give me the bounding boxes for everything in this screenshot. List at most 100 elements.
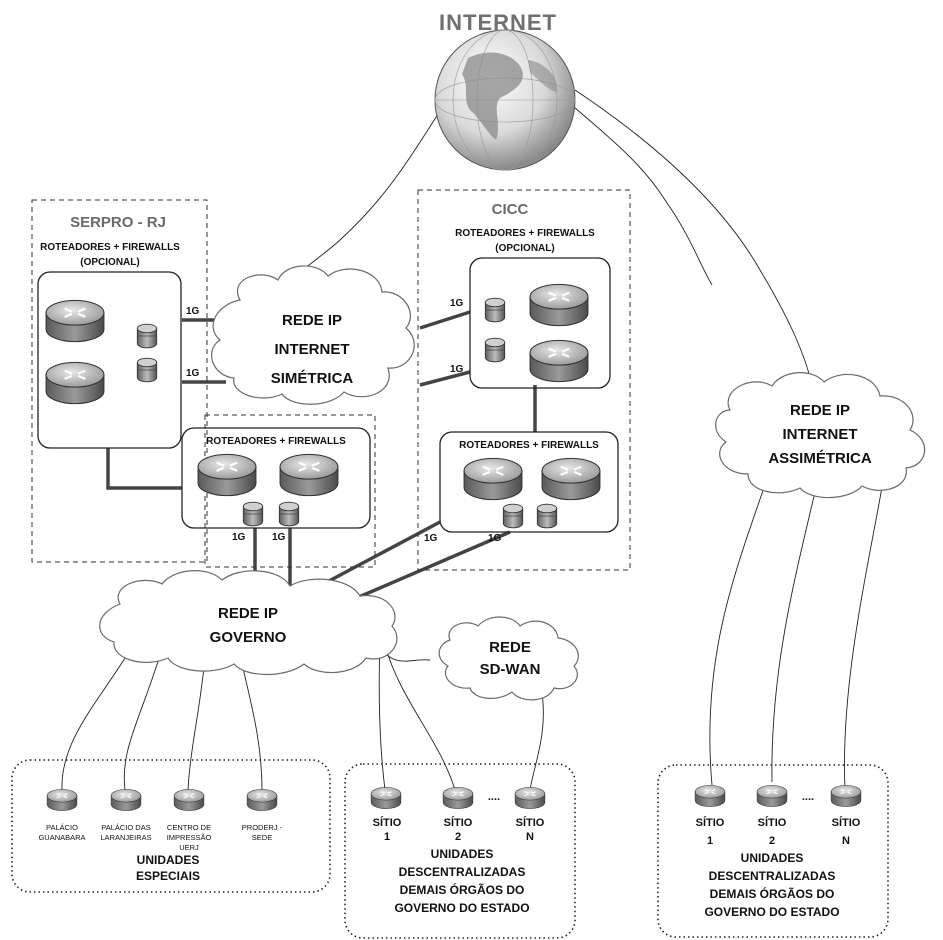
cloud-governo-line-1: REDE IP xyxy=(218,605,278,622)
link-assim-siten xyxy=(844,469,886,791)
link-label-1g: 1G xyxy=(186,306,200,317)
descentralizadas-internet-title-1: UNIDADES xyxy=(741,851,804,865)
router-icon xyxy=(45,299,105,343)
unidades-especiais-group xyxy=(11,759,331,893)
serpro-bottom-box-label: ROTEADORES + FIREWALLS xyxy=(206,436,346,447)
site-label-centro-impressao-3: UERJ xyxy=(179,843,199,852)
sitio-2-label: SÍTIO xyxy=(444,816,473,829)
cicc-title: CICC xyxy=(492,201,529,218)
router-icon xyxy=(110,788,142,812)
link-cicc-gov-2 xyxy=(351,530,511,602)
router-icon xyxy=(173,788,205,812)
site-label-proderj-2: SEDE xyxy=(252,833,272,842)
cloud-sdwan: REDE SD-WAN xyxy=(438,616,579,701)
cicc-top-box-sublabel: (OPCIONAL) xyxy=(495,243,554,254)
link-label-1g: 1G xyxy=(272,532,286,543)
cloud-sdwan-line-1: REDE xyxy=(489,639,531,656)
site-label-palacio-guanabara-1: PALÁCIO xyxy=(46,823,78,832)
descentralizadas-internet-title-3: DEMAIS ÓRGÃOS DO xyxy=(710,886,835,901)
link-gov-palacio-guanabara xyxy=(61,649,131,791)
serpro-region xyxy=(31,199,208,563)
router-icon xyxy=(463,457,523,501)
sitio-1-label: SÍTIO xyxy=(373,816,402,829)
router-icon xyxy=(45,361,105,405)
sitio-2-number: 2 xyxy=(769,835,775,847)
link-cicc-gov-1 xyxy=(311,520,441,592)
unidades-especiais-title-1: UNIDADES xyxy=(137,853,200,867)
cloud-sdwan-line-2: SD-WAN xyxy=(480,661,541,678)
router-icon xyxy=(529,283,589,327)
ellipsis: .... xyxy=(802,791,814,803)
sitio-1-number: 1 xyxy=(384,831,390,843)
cicc-region xyxy=(417,189,631,571)
link-gov-sitio2 xyxy=(384,644,456,791)
serpro-top-box-sublabel: (OPCIONAL) xyxy=(80,257,139,268)
link-gov-sitio1 xyxy=(378,639,386,791)
firewall-icon xyxy=(242,501,264,527)
router-icon xyxy=(541,457,601,501)
link-internet-cicc xyxy=(559,94,713,286)
link-cicc-simetrica-2 xyxy=(419,370,471,387)
sitio-n-label: SÍTIO xyxy=(832,816,861,829)
link-assim-site1 xyxy=(709,469,771,786)
router-icon xyxy=(197,453,257,497)
sitio-1-number: 1 xyxy=(707,835,713,847)
serpro-top-box-label: ROTEADORES + FIREWALLS xyxy=(40,242,180,253)
firewall-icon xyxy=(136,357,158,383)
descentralizadas-sdwan-title-3: DEMAIS ÓRGÃOS DO xyxy=(400,882,525,897)
unidades-especiais-title-2: ESPECIAIS xyxy=(136,869,200,883)
link-label-1g: 1G xyxy=(488,533,502,544)
sitio-n-label: SÍTIO xyxy=(516,816,545,829)
cloud-governo: REDE IP GOVERNO xyxy=(99,570,398,676)
descentralizadas-internet-group xyxy=(657,764,889,938)
sitio-2-label: SÍTIO xyxy=(758,816,787,829)
link-assim-site2 xyxy=(771,469,821,783)
site-label-palacio-laranjeiras-2: LARANJEIRAS xyxy=(100,833,151,842)
cloud-governo-line-2: GOVERNO xyxy=(210,629,287,646)
serpro-title: SERPRO - RJ xyxy=(70,214,166,231)
link-serpro-internal xyxy=(106,448,182,490)
link-label-1g: 1G xyxy=(232,532,246,543)
cloud-assimetrica-line-2: INTERNET xyxy=(783,426,858,443)
router-icon xyxy=(756,784,788,808)
link-gov-centro-impressao xyxy=(187,657,206,791)
router-icon xyxy=(694,784,726,808)
cicc-top-box-label: ROTEADORES + FIREWALLS xyxy=(455,228,595,239)
cloud-simetrica-line-2: INTERNET xyxy=(275,341,350,358)
firewall-icon xyxy=(136,323,158,349)
router-icon xyxy=(830,784,862,808)
thick-links xyxy=(106,310,537,602)
link-gov-proderj xyxy=(239,654,263,791)
sitio-n-number: N xyxy=(842,835,850,847)
descentralizadas-internet-title-2: DESCENTRALIZADAS xyxy=(709,869,836,883)
router-icon xyxy=(514,786,546,810)
router-icon xyxy=(370,786,402,810)
site-label-centro-impressao-2: IMPRESSÃO xyxy=(167,833,212,842)
cicc-bottom-box-label: ROTEADORES + FIREWALLS xyxy=(459,440,599,451)
firewall-icon xyxy=(484,297,506,323)
link-label-1g: 1G xyxy=(450,364,464,375)
firewall-icon xyxy=(484,337,506,363)
site-label-centro-impressao-1: CENTRO DE xyxy=(167,823,211,832)
descentralizadas-sdwan-title-4: GOVERNO DO ESTADO xyxy=(394,901,529,915)
router-icon xyxy=(46,788,78,812)
cloud-assimetrica-line-1: REDE IP xyxy=(790,402,850,419)
globe-icon xyxy=(434,29,576,171)
thin-links xyxy=(61,87,886,791)
descentralizadas-sdwan-title-2: DESCENTRALIZADAS xyxy=(399,865,526,879)
link-internet-simetrica xyxy=(289,87,456,283)
sitio-2-number: 2 xyxy=(455,831,461,843)
sitio-1-label: SÍTIO xyxy=(696,816,725,829)
site-label-palacio-guanabara-2: GUANABARA xyxy=(38,833,85,842)
cloud-simetrica-line-3: SIMÉTRICA xyxy=(271,370,354,387)
router-icon xyxy=(279,453,339,497)
ellipsis: .... xyxy=(488,791,500,803)
link-internet-assimetrica xyxy=(574,89,813,386)
descentralizadas-sdwan-title-1: UNIDADES xyxy=(431,847,494,861)
firewall-icon xyxy=(536,503,558,529)
cloud-assimetrica-line-3: ASSIMÉTRICA xyxy=(768,450,872,467)
cicc-bottom-box xyxy=(439,431,619,533)
link-gov-palacio-laranjeiras xyxy=(123,654,161,791)
firewall-icon xyxy=(502,503,524,529)
